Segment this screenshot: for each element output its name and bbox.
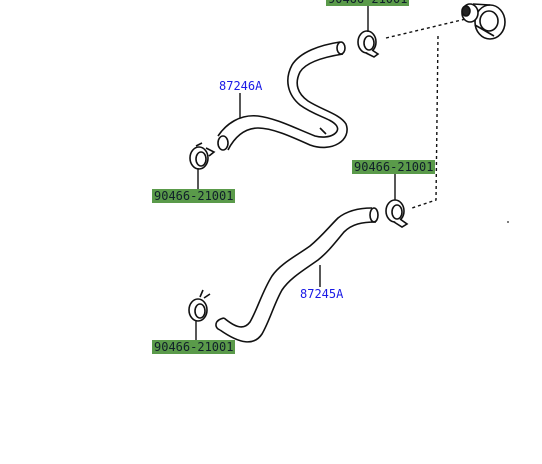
part-label-clamp-top[interactable]: 90466-21001 xyxy=(326,0,410,6)
part-label-clamp-left-upper[interactable]: 90466-21001 xyxy=(152,189,236,203)
connector-top-clamp-to-fitting xyxy=(385,17,471,39)
connector-vertical-to-lower-clamp xyxy=(411,35,439,209)
hose-upper-87246a[interactable] xyxy=(217,41,348,151)
part-label-clamp-right-middle[interactable]: 90466-21001 xyxy=(352,160,436,174)
part-label-clamp-left-lower[interactable]: 90466-21001 xyxy=(152,340,236,354)
clamp-top-icon[interactable] xyxy=(357,30,380,58)
part-label-hose-upper[interactable]: 87246A xyxy=(219,79,263,93)
clamp-right-middle-icon[interactable] xyxy=(385,199,409,228)
hose-lower-87245a[interactable] xyxy=(215,207,379,343)
stray-dot xyxy=(507,221,509,223)
dashed-connectors xyxy=(385,17,471,209)
clamp-left-lower-icon[interactable] xyxy=(188,289,211,322)
grommet-fitting[interactable] xyxy=(461,3,506,40)
leader-lines xyxy=(195,4,396,341)
clamp-left-upper-icon[interactable] xyxy=(189,142,216,170)
part-label-hose-lower[interactable]: 87245A xyxy=(300,287,344,301)
